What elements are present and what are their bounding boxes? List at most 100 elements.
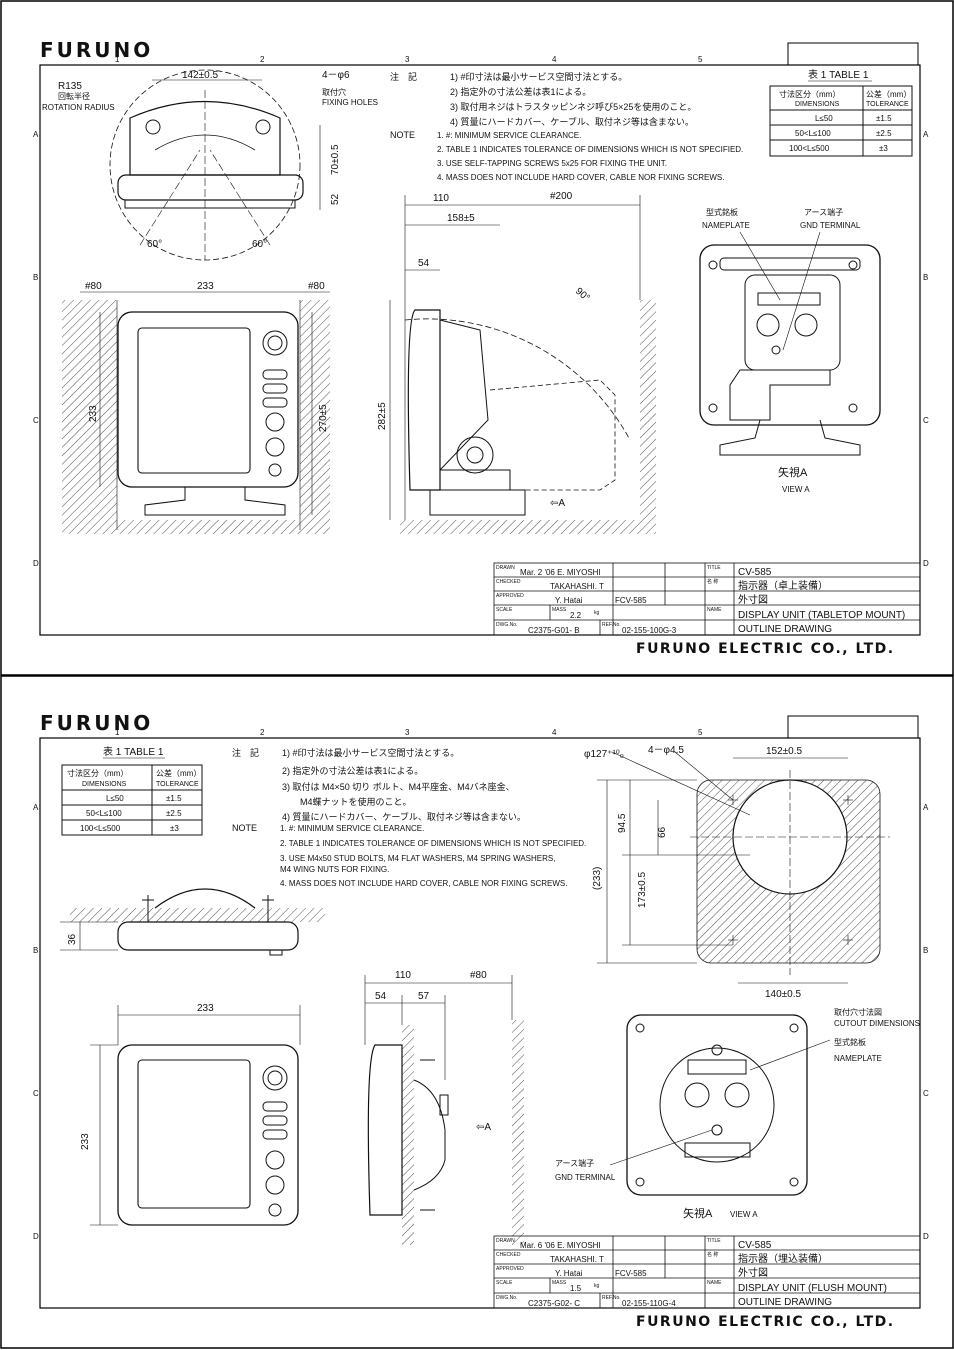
drawing-frame: [39, 64, 921, 636]
svg-text:NAME: NAME: [707, 607, 722, 613]
note-ja: 1) #印寸法は最小サービス空間寸法とする。: [282, 747, 459, 758]
view-a-en: VIEW A: [782, 485, 810, 494]
front-view-tabletop: [62, 291, 330, 534]
svg-text:TITLE: TITLE: [707, 565, 721, 571]
row-mark: D: [923, 1232, 929, 1241]
row-mark: A: [923, 803, 929, 812]
table-cell: ±2.5: [166, 809, 182, 818]
svg-text:外寸図: 外寸図: [738, 1266, 768, 1279]
svg-text:C2375-G01- B: C2375-G01- B: [528, 626, 580, 635]
table-cell: ±3: [879, 144, 888, 153]
table-cell: ±1.5: [166, 794, 182, 803]
note-ja: 3) 取付用ネジはトラスタッピンネジ呼び5×25を使用のこと。: [450, 101, 696, 112]
furuno-logo: FURUNO: [40, 711, 153, 735]
dim-60-left: 60°: [147, 239, 162, 250]
svg-text:DISPLAY UNIT (TABLETOP MOUNT): DISPLAY UNIT (TABLETOP MOUNT): [738, 610, 905, 621]
note-ja: 4) 質量にハードカバー、ケーブル、取付ネジ等は含まない。: [450, 116, 694, 127]
title-block: DRAWN CHECKED APPROVED SCALE MASS DWG.No…: [493, 1235, 921, 1309]
svg-text:FCV-585: FCV-585: [615, 1269, 647, 1278]
cutout-view: [597, 751, 890, 984]
svg-text:APPROVED: APPROVED: [496, 1266, 524, 1272]
svg-text:CV-585: CV-585: [738, 1240, 772, 1251]
view-a-ja: 矢視A: [778, 465, 808, 479]
dim-54: 54: [375, 991, 387, 1002]
notes-block: 注 記 1) #印寸法は最小サービス空間寸法とする。 2) 指定外の寸法公差は表…: [232, 747, 586, 888]
svg-text:名 称: 名 称: [707, 1251, 718, 1258]
notes-block: 注 記 1) #印寸法は最小サービス空間寸法とする。 2) 指定外の寸法公差は表…: [390, 71, 743, 182]
dim-110: 110: [433, 193, 449, 204]
svg-text:名 称: 名 称: [707, 578, 718, 585]
dim-90-deg: 90°: [573, 286, 592, 304]
note-en: 2. TABLE 1 INDICATES TOLERANCE OF DIMENS…: [437, 145, 743, 154]
dim-60-right: 60°: [252, 239, 267, 250]
dim-fixing-holes: 4－φ6: [322, 70, 350, 81]
dim-phi127: φ127⁺¹⁰₀: [584, 749, 624, 760]
svg-text:TAKAHASHI. T: TAKAHASHI. T: [550, 1255, 604, 1264]
svg-text:TITLE: TITLE: [707, 1238, 721, 1244]
gnd-label-en: GND TERMINAL: [800, 221, 861, 230]
col-mark: 5: [698, 728, 703, 737]
dim-70: 70±0.5: [330, 144, 341, 175]
notes-en-head: NOTE: [390, 130, 415, 140]
title-block: DRAWN CHECKED APPROVED SCALE MASS DWG.No…: [493, 562, 921, 636]
company-name: FURUNO ELECTRIC CO., LTD.: [636, 641, 895, 657]
svg-text:TOLERANCE: TOLERANCE: [866, 101, 909, 108]
view-a-en: VIEW A: [730, 1210, 758, 1219]
gnd-label-ja: アース端子: [804, 207, 843, 217]
row-mark: B: [923, 273, 928, 282]
view-arrow-a: ⇦A: [476, 1122, 491, 1133]
svg-text:REF.No.: REF.No.: [602, 1295, 621, 1301]
table-title: 表 1 TABLE 1: [808, 68, 869, 81]
svg-text:1.5: 1.5: [570, 1284, 582, 1293]
front-view-flush: [90, 1005, 301, 1226]
svg-text:kg: kg: [594, 1283, 600, 1289]
svg-text:TOLERANCE: TOLERANCE: [156, 781, 199, 788]
svg-text:REF.No.: REF.No.: [602, 622, 621, 628]
svg-text:Y. Hatai: Y. Hatai: [555, 1269, 583, 1278]
company-name: FURUNO ELECTRIC CO., LTD.: [636, 1314, 895, 1330]
table-cell: ±2.5: [876, 129, 892, 138]
note-en: 4. MASS DOES NOT INCLUDE HARD COVER, CAB…: [437, 173, 724, 182]
dim-233-width: 233: [197, 1003, 214, 1014]
dim-fixing-holes-en: FIXING HOLES: [322, 98, 378, 107]
svg-text:寸法区分（mm）: 寸法区分（mm）: [779, 89, 840, 99]
row-mark: D: [33, 559, 39, 568]
tolerance-table: 表 1 TABLE 1 寸法区分（mm） DIMENSIONS 公差（mm） T…: [769, 68, 913, 157]
note-en: 1. #: MINIMUM SERVICE CLEARANCE.: [437, 131, 581, 140]
svg-text:OUTLINE DRAWING: OUTLINE DRAWING: [738, 1297, 832, 1308]
dim-rotation-radius: ROTATION RADIUS: [42, 103, 115, 112]
dim-173: 173±0.5: [637, 871, 648, 908]
col-mark: 3: [405, 55, 410, 64]
notes-ja-head: 注 記: [232, 747, 259, 758]
svg-text:DIMENSIONS: DIMENSIONS: [82, 781, 127, 788]
dim-142: 142±0.5: [182, 70, 219, 81]
col-mark: 3: [405, 728, 410, 737]
note-en: 4. MASS DOES NOT INCLUDE HARD COVER, CAB…: [280, 879, 567, 888]
svg-text:APPROVED: APPROVED: [496, 593, 524, 599]
dim-57: 57: [418, 991, 430, 1002]
sheet-2: FURUNO 1 2 3 4 5 A B C D A B C D 表 1 TAB…: [0, 675, 954, 1349]
svg-text:MASS: MASS: [552, 607, 567, 613]
row-mark: B: [923, 946, 928, 955]
furuno-logo: FURUNO: [40, 38, 153, 62]
rear-view-flush: [609, 1014, 831, 1196]
dim-66: 66: [657, 826, 668, 838]
row-mark: D: [33, 1232, 39, 1241]
note-ja: 2) 指定外の寸法公差は表1による。: [282, 765, 423, 776]
side-view-flush: [364, 975, 524, 1245]
svg-text:SCALE: SCALE: [496, 1280, 513, 1286]
dim-233-width: 233: [197, 281, 214, 292]
svg-text:DWG.No.: DWG.No.: [496, 1295, 517, 1301]
dim-fixing-holes-ja: 取付穴: [322, 87, 346, 97]
svg-text:C2375-G02- C: C2375-G02- C: [528, 1299, 580, 1308]
note-ja: 4) 質量にハードカバー、ケーブル、取付ネジ等は含まない。: [282, 811, 526, 822]
row-mark: A: [923, 130, 929, 139]
row-mark: A: [33, 803, 39, 812]
col-mark: 1: [115, 728, 120, 737]
svg-text:02-155-100G-3: 02-155-100G-3: [622, 626, 677, 635]
nameplate-label-ja: 型式銘板: [834, 1037, 866, 1047]
dim-152: 152±0.5: [766, 746, 803, 757]
dim-holes: 4－φ4.5: [648, 745, 684, 756]
dim-270: 270±5: [318, 404, 329, 432]
